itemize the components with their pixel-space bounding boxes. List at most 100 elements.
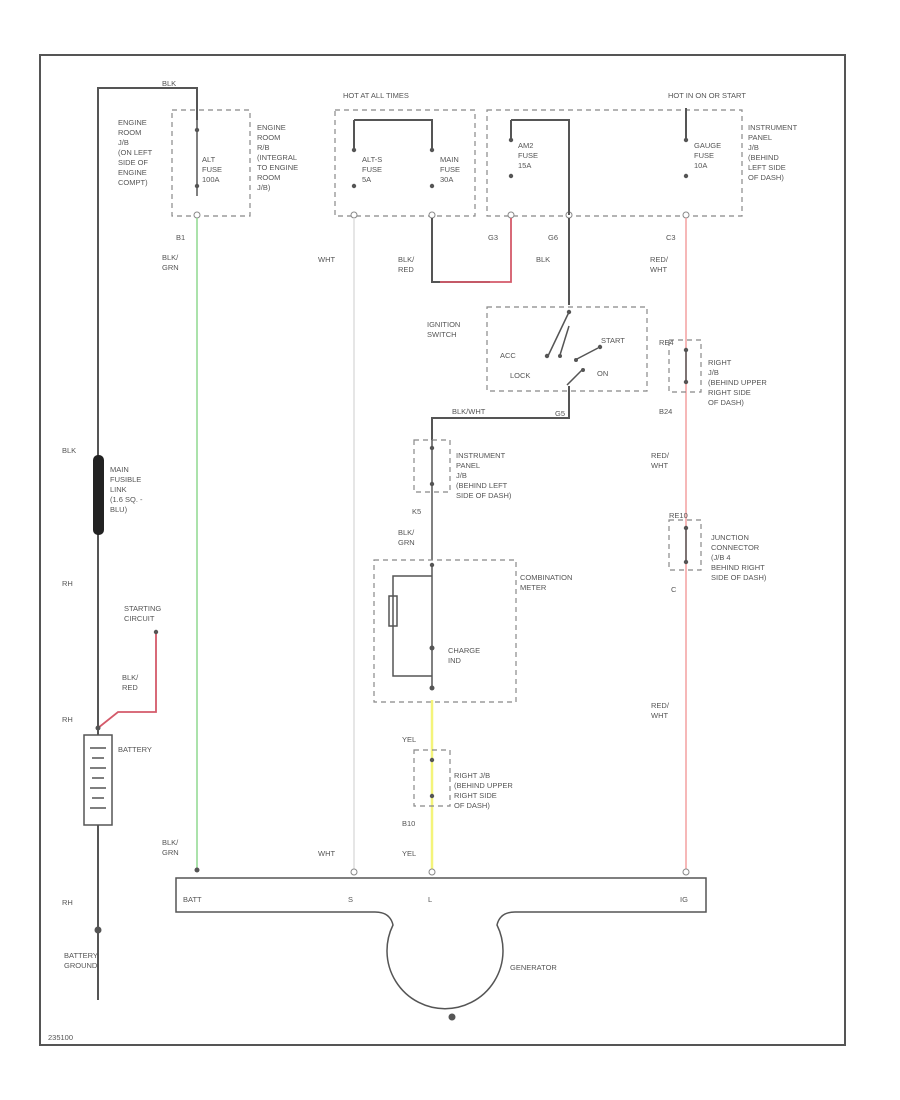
- ig-terminal-label: IG: [680, 895, 688, 904]
- instrument-panel-jb-label: INSTRUMENT PANEL J/B (BEHIND LEFT SIDE O…: [748, 123, 798, 182]
- red-wht-label-5: RED/: [651, 701, 670, 710]
- hot-in-on-or-start-label: HOT IN ON OR START: [668, 91, 746, 100]
- svg-text:CONNECTOR: CONNECTOR: [711, 543, 760, 552]
- b10-label: B10: [402, 819, 415, 828]
- diagram-frame: [39, 54, 846, 1046]
- fusible-link-label: MAIN FUSIBLE LINK (1.6 SQ. - BLU): [110, 465, 143, 514]
- ignition-start-label: START: [601, 336, 625, 345]
- ignition-switch-contacts: [544, 309, 603, 386]
- svg-text:FUSE: FUSE: [694, 151, 714, 160]
- svg-text:(BEHIND UPPER: (BEHIND UPPER: [708, 378, 767, 387]
- l-terminal-label: L: [428, 895, 432, 904]
- svg-text:MAIN: MAIN: [110, 465, 129, 474]
- svg-text:30A: 30A: [440, 175, 453, 184]
- combination-meter-label: COMBINATION METER: [520, 573, 572, 592]
- right-jb-box: [668, 339, 702, 393]
- svg-text:IGNITION: IGNITION: [427, 320, 460, 329]
- ignition-switch-box: [486, 306, 648, 392]
- g6-label: G6: [548, 233, 558, 242]
- lower-right-jb-label: RIGHT J/B (BEHIND UPPER RIGHT SIDE OF DA…: [454, 771, 513, 810]
- battery-label: BATTERY: [118, 745, 152, 754]
- svg-text:OF DASH): OF DASH): [708, 398, 744, 407]
- s-terminal-pin: [350, 868, 358, 876]
- svg-text:ROOM: ROOM: [118, 128, 141, 137]
- wht-label: WHT: [318, 255, 335, 264]
- generator-label: GENERATOR: [510, 963, 557, 972]
- am2-fuse-label: AM2 FUSE 15A: [518, 141, 538, 170]
- connector-main-pin: [428, 211, 436, 219]
- gauge-fuse-symbol: [683, 137, 689, 179]
- starting-circuit-node: [153, 629, 159, 635]
- charge-indicator-label: CHARGE IND: [448, 646, 480, 665]
- svg-text:5A: 5A: [362, 175, 371, 184]
- svg-text:ENGINE: ENGINE: [257, 123, 286, 132]
- svg-text:RIGHT SIDE: RIGHT SIDE: [708, 388, 751, 397]
- ig-terminal-pin: [682, 868, 690, 876]
- ip-jb2-label: INSTRUMENT PANEL J/B (BEHIND LEFT SIDE O…: [456, 451, 512, 500]
- main-fusible-link: [93, 455, 104, 535]
- svg-text:FUSE: FUSE: [518, 151, 538, 160]
- g5-label: G5: [555, 409, 565, 418]
- ignition-switch-label: IGNITION SWITCH: [427, 320, 460, 339]
- svg-text:PANEL: PANEL: [456, 461, 480, 470]
- red-wht-label-4: WHT: [651, 461, 668, 470]
- am2-bus-wire: [511, 119, 570, 215]
- hot-bus-wire: [354, 119, 433, 150]
- alt-s-fuse-label: ALT-S FUSE 5A: [362, 155, 382, 184]
- red-wht-label-6: WHT: [651, 711, 668, 720]
- svg-text:FUSIBLE: FUSIBLE: [110, 475, 141, 484]
- svg-text:RIGHT J/B: RIGHT J/B: [454, 771, 490, 780]
- blk-red-label: BLK/: [398, 255, 415, 264]
- right-jb-pin-label: B24: [659, 407, 672, 416]
- svg-text:GROUND: GROUND: [64, 961, 98, 970]
- right-jb-label: RIGHT J/B (BEHIND UPPER RIGHT SIDE OF DA…: [708, 358, 767, 407]
- main-fuse-loop-wire: [431, 218, 490, 283]
- blk-label: BLK: [536, 255, 550, 264]
- svg-text:COMPT): COMPT): [118, 178, 148, 187]
- svg-text:BLU): BLU): [110, 505, 128, 514]
- svg-text:J/B: J/B: [748, 143, 759, 152]
- red-wht-label-3: RED/: [651, 451, 670, 460]
- svg-text:(1.6 SQ. -: (1.6 SQ. -: [110, 495, 143, 504]
- svg-text:SWITCH: SWITCH: [427, 330, 457, 339]
- rh-label: RH: [62, 579, 73, 588]
- blk-grn-label-6: GRN: [162, 848, 179, 857]
- red-wht-label: RED/: [650, 255, 669, 264]
- starting-circuit-wire: [97, 632, 157, 729]
- blk-grn-label-4: GRN: [398, 538, 415, 547]
- svg-text:INSTRUMENT: INSTRUMENT: [748, 123, 798, 132]
- yel-label: YEL: [402, 735, 416, 744]
- svg-text:10A: 10A: [694, 161, 707, 170]
- c3-label: C3: [666, 233, 676, 242]
- svg-text:BATTERY: BATTERY: [64, 951, 98, 960]
- rh-label-3: RH: [62, 898, 73, 907]
- top-blk-label: BLK: [162, 79, 176, 88]
- junction-pin-label: C: [671, 585, 677, 594]
- generator-terminal-block: [175, 877, 707, 1010]
- svg-text:MAIN: MAIN: [440, 155, 459, 164]
- generator-ground-node: [448, 1013, 456, 1021]
- g3-label: G3: [488, 233, 498, 242]
- starting-blk-red-label: BLK/: [122, 673, 139, 682]
- svg-text:RIGHT SIDE: RIGHT SIDE: [454, 791, 497, 800]
- svg-text:TO ENGINE: TO ENGINE: [257, 163, 298, 172]
- alt-fuse-label: ALT FUSE 100A: [202, 155, 222, 184]
- svg-text:(BEHIND: (BEHIND: [748, 153, 779, 162]
- blk-grn-label: BLK/: [162, 253, 179, 262]
- left-blk-label: BLK: [62, 446, 76, 455]
- svg-text:IND: IND: [448, 656, 462, 665]
- svg-text:LINK: LINK: [110, 485, 127, 494]
- lower-right-jb-symbol: [429, 757, 435, 799]
- ignition-lock-label: LOCK: [510, 371, 530, 380]
- batt-terminal-label: BATT: [183, 895, 202, 904]
- blk-red-loop-wire: [440, 218, 512, 283]
- connector-b1-pin: [193, 211, 201, 219]
- engine-room-jb-box: [171, 109, 251, 217]
- svg-text:GAUGE: GAUGE: [694, 141, 721, 150]
- hot-at-all-times-label: HOT AT ALL TIMES: [343, 91, 409, 100]
- svg-text:ROOM: ROOM: [257, 133, 280, 142]
- l-terminal-pin: [428, 868, 436, 876]
- alt-s-fuse-symbol: [351, 147, 357, 189]
- svg-text:RIGHT: RIGHT: [708, 358, 732, 367]
